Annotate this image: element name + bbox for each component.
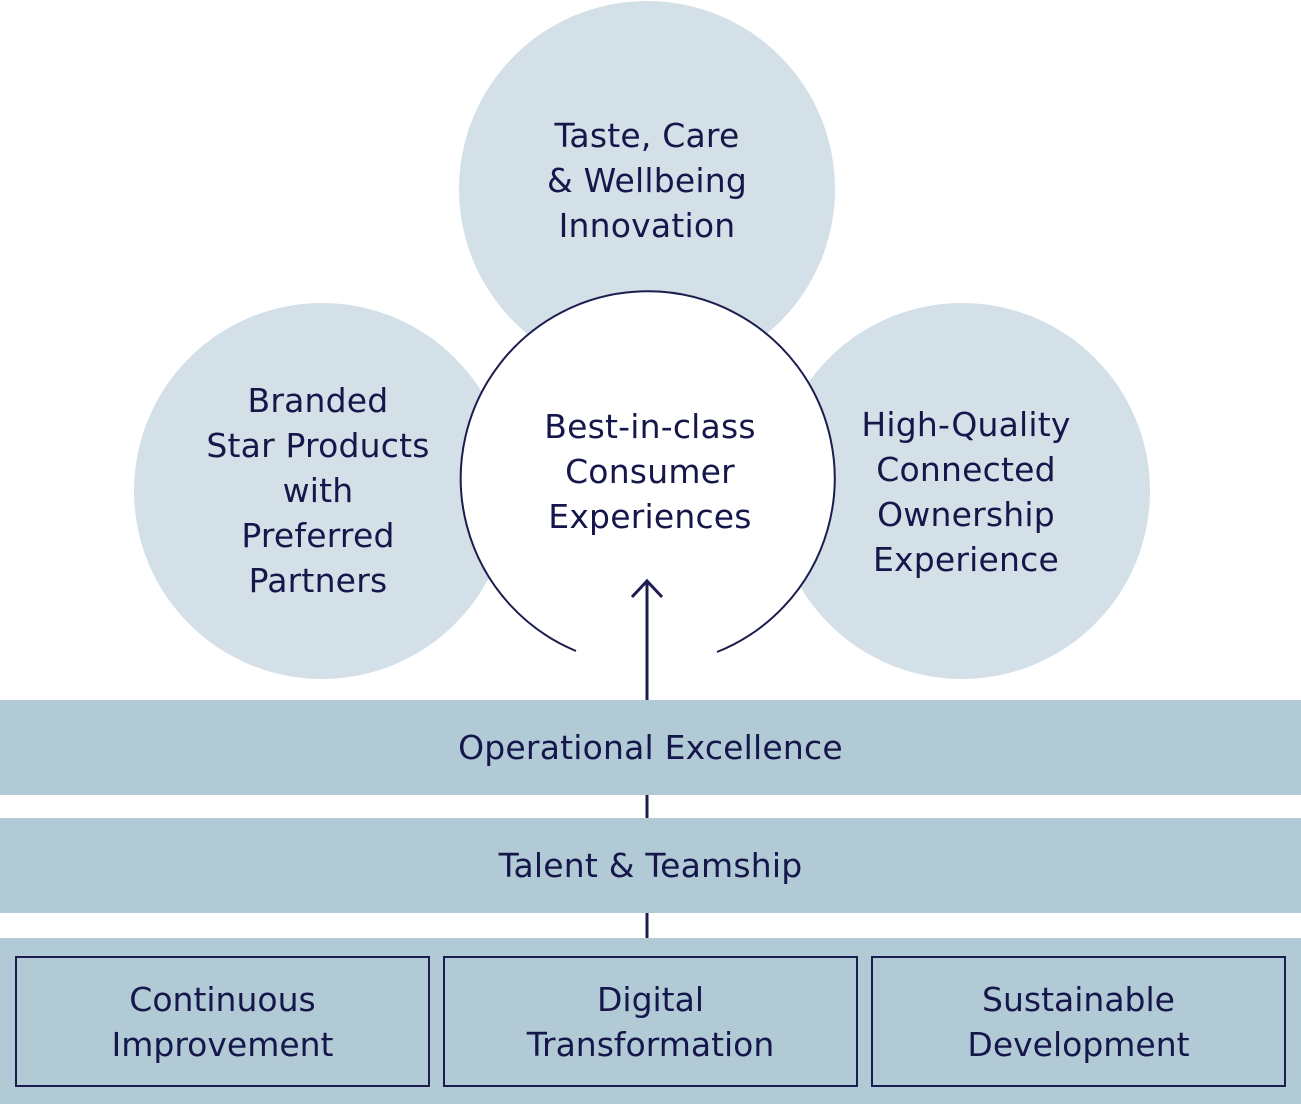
arrow-head-icon (630, 578, 664, 599)
circle-top-label: Taste, Care & Wellbeing Innovation (546, 115, 748, 245)
circle-right-label: High-Quality Connected Ownership Experie… (861, 405, 1071, 579)
pillar-sustainable-development: Sustainable Development (871, 956, 1286, 1087)
circle-left (134, 303, 510, 679)
band-pillars: Continuous Improvement Digital Transform… (0, 938, 1301, 1104)
band-talent-teamship-label: Talent & Teamship (498, 846, 803, 885)
band-operational-excellence: Operational Excellence (0, 700, 1301, 795)
circle-right (774, 303, 1150, 679)
circle-center-label: Best-in-class Consumer Experiences (544, 406, 756, 536)
pillar-continuous-improvement: Continuous Improvement (15, 956, 430, 1087)
circle-center-fill (460, 291, 834, 665)
pillar-digital-transformation: Digital Transformation (443, 956, 858, 1087)
circle-center-outline (459, 290, 836, 653)
circle-top (459, 1, 835, 377)
circle-left-label: Branded Star Products with Preferred Par… (206, 381, 430, 600)
band-operational-excellence-label: Operational Excellence (458, 728, 843, 767)
band-talent-teamship: Talent & Teamship (0, 818, 1301, 913)
